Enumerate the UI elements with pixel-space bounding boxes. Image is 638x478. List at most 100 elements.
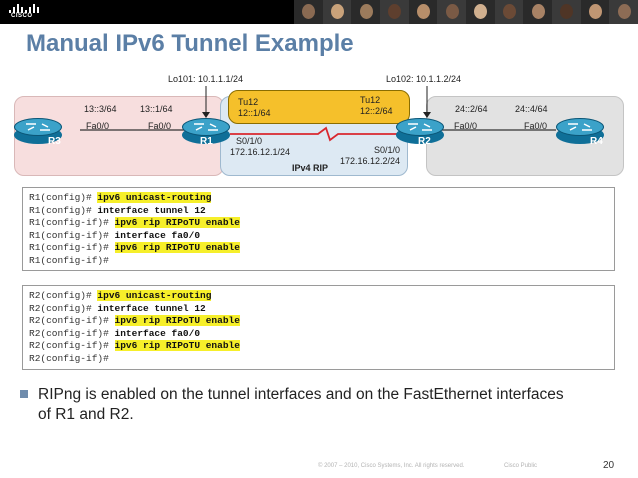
person-photo-icon	[417, 4, 431, 19]
cli-line: R2(config-if)# ipv6 rip RIPoTU enable	[29, 340, 608, 353]
cli-prompt: R2(config-if)#	[29, 340, 115, 351]
cli-command-highlighted: ipv6 rip RIPoTU enable	[114, 217, 240, 228]
cli-line: R2(config)# ipv6 unicast-routing	[29, 290, 608, 303]
cli-line: R1(config)# ipv6 unicast-routing	[29, 192, 608, 205]
cisco-logo-text: CISCO	[11, 13, 33, 19]
square-bullet-icon	[20, 390, 28, 398]
person-photo-icon	[531, 4, 545, 19]
cli-line: R1(config)# interface tunnel 12	[29, 205, 608, 218]
cli-command: interface tunnel 12	[97, 204, 206, 216]
r2-serial-interface: S0/1/0	[374, 145, 401, 155]
tu12-right-name: Tu12	[360, 95, 381, 105]
cli-prompt: R2(config-if)#	[29, 327, 115, 339]
footer-copyright: © 2007 – 2010, Cisco Systems, Inc. All r…	[318, 463, 465, 469]
r1-serial-address: 172.16.12.1/24	[230, 147, 291, 157]
header-photo	[494, 0, 524, 24]
cisco-logo-bars-icon	[8, 4, 42, 13]
cli-line: R2(config-if)# ipv6 rip RIPoTU enable	[29, 315, 608, 328]
person-photo-icon	[617, 4, 631, 19]
cli-line: R1(config-if)# ipv6 rip RIPoTU enable	[29, 217, 608, 230]
bullet-point: RIPng is enabled on the tunnel interface…	[20, 385, 580, 425]
router-r2-icon	[396, 118, 444, 146]
cli-prompt: R2(config)#	[29, 290, 98, 301]
cli-prompt: R1(config-if)#	[29, 217, 115, 228]
person-photo-icon	[503, 4, 517, 19]
header-photo	[294, 0, 323, 24]
bullet-text: RIPng is enabled on the tunnel interface…	[38, 386, 564, 423]
r2-fa-interface: Fa0/0	[454, 121, 478, 131]
cli-command: interface fa0/0	[114, 229, 201, 241]
ipv4-rip-cloud-label: IPv4 RIP	[292, 163, 329, 173]
r3-fa-interface: Fa0/0	[86, 121, 110, 131]
cli-prompt: R1(config)#	[29, 204, 98, 216]
lo102-arrowhead-icon	[423, 112, 431, 118]
cli-prompt: R2(config-if)#	[29, 352, 109, 364]
r1-serial-interface: S0/1/0	[236, 136, 263, 146]
person-photo-icon	[560, 4, 574, 19]
cli-command-highlighted: ipv6 rip RIPoTU enable	[114, 315, 240, 326]
cli-prompt: R1(config-if)#	[29, 229, 115, 241]
router-r4-label: R4	[590, 136, 603, 147]
cli-command: interface fa0/0	[114, 327, 201, 339]
cli-line: R1(config-if)# ipv6 rip RIPoTU enable	[29, 242, 608, 255]
r2-lan-address: 24::2/64	[455, 104, 488, 114]
cli-line: R2(config-if)#	[29, 353, 608, 366]
person-photo-icon	[331, 4, 344, 19]
header-photo-strip	[294, 0, 638, 24]
person-photo-icon	[589, 4, 603, 19]
header-banner: CISCO	[0, 0, 638, 24]
lo101-arrowhead-icon	[202, 112, 210, 118]
header-photo	[552, 0, 581, 24]
cli-line: R1(config-if)# interface fa0/0	[29, 230, 608, 243]
cli-prompt: R1(config-if)#	[29, 254, 109, 266]
header-photo	[322, 0, 352, 24]
router-r3-label: R3	[48, 136, 61, 147]
router-r4-icon	[556, 118, 604, 146]
footer-classification: Cisco Public	[504, 463, 538, 469]
cli-prompt: R2(config-if)#	[29, 315, 115, 326]
r3-lan-address: 13::3/64	[84, 104, 117, 114]
person-photo-icon	[388, 4, 402, 19]
cisco-logo: CISCO	[8, 4, 42, 20]
r4-fa-interface: Fa0/0	[524, 121, 548, 131]
header-photo	[437, 0, 467, 24]
cli-line: R1(config-if)#	[29, 255, 608, 268]
header-photo	[466, 0, 495, 24]
cli-command-highlighted: ipv6 unicast-routing	[97, 192, 212, 203]
header-photo	[523, 0, 553, 24]
cli-command-highlighted: ipv6 rip RIPoTU enable	[114, 340, 240, 351]
cli-command-highlighted: ipv6 unicast-routing	[97, 290, 212, 301]
router-r2-label: R2	[418, 136, 431, 147]
slide-title: Manual IPv6 Tunnel Example	[26, 30, 354, 57]
header-photo	[580, 0, 610, 24]
person-photo-icon	[302, 4, 316, 19]
cli-command-highlighted: ipv6 rip RIPoTU enable	[114, 242, 240, 253]
cli-line: R2(config-if)# interface fa0/0	[29, 328, 608, 341]
cli-prompt: R1(config-if)#	[29, 242, 115, 253]
header-photo	[351, 0, 381, 24]
cli-command: interface tunnel 12	[97, 302, 206, 314]
tu12-left-name: Tu12	[238, 97, 259, 107]
tu12-right-address: 12::2/64	[360, 106, 393, 116]
cli-line: R2(config)# interface tunnel 12	[29, 303, 608, 316]
router-r1-icon	[182, 118, 230, 146]
person-photo-icon	[445, 4, 459, 19]
r4-lan-address: 24::4/64	[515, 104, 548, 114]
router-r1-label: R1	[200, 136, 213, 147]
lo101-label: Lo101: 10.1.1.1/24	[168, 74, 244, 84]
person-photo-icon	[474, 4, 488, 19]
r1-lan-address: 13::1/64	[140, 104, 173, 114]
ipv6-tunnel	[228, 90, 410, 124]
r2-serial-address: 172.16.12.2/24	[340, 156, 401, 166]
header-photo	[380, 0, 409, 24]
person-photo-icon	[359, 4, 373, 19]
header-photo	[408, 0, 438, 24]
serial-link	[230, 126, 402, 142]
cli-prompt: R2(config)#	[29, 302, 98, 314]
lo102-label: Lo102: 10.1.1.2/24	[386, 74, 462, 84]
r1-fa-interface: Fa0/0	[148, 121, 172, 131]
cli-prompt: R1(config)#	[29, 192, 98, 203]
